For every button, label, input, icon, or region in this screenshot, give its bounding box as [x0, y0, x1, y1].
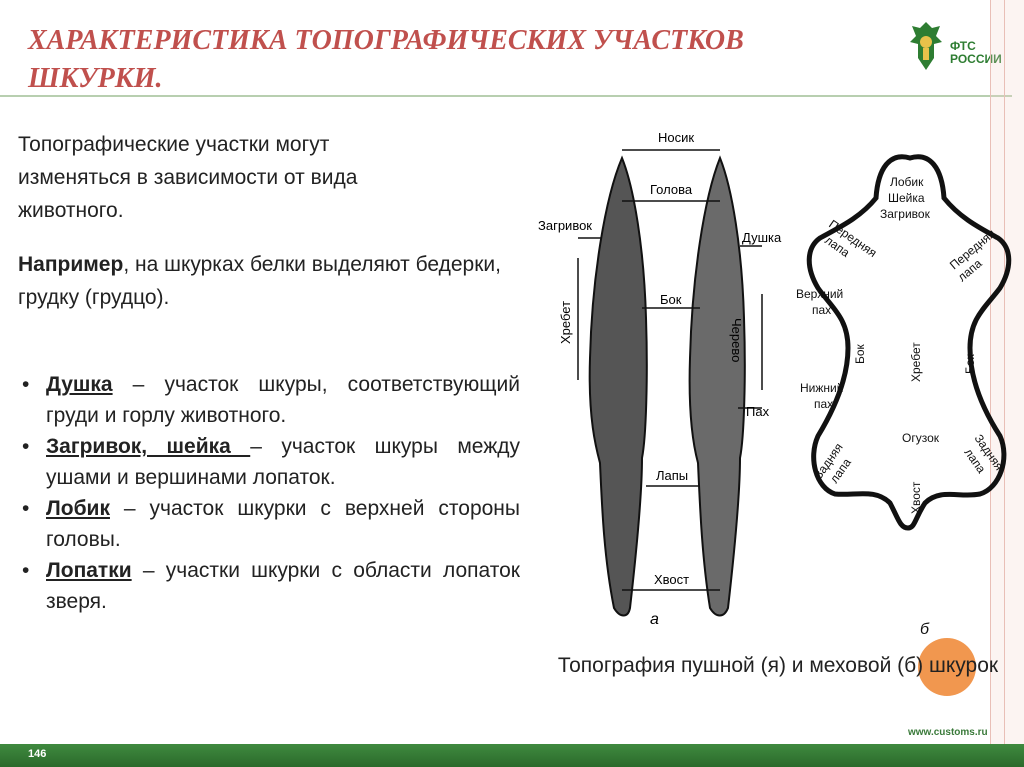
header-divider: [0, 95, 1012, 97]
definition: – участки шкурки с области лопаток зверя…: [46, 559, 520, 613]
example-text: , на шкурках белки выделяют бедерки, гру…: [18, 253, 501, 309]
list-item: •Душка – участок шкуры, соответствующий …: [22, 373, 520, 427]
definition: – участок шкуры между ушами и вершинами …: [46, 435, 521, 489]
logo-text-line2: РОССИИ: [950, 52, 1002, 66]
label-nosik: Носик: [658, 130, 694, 145]
logo-text-line1: ФТС: [950, 39, 976, 53]
pelt-left-drawing: [588, 155, 746, 617]
label-zagrivok: Загривок: [538, 218, 592, 233]
term: Лопатки: [46, 559, 132, 582]
list-item: •Лопатки – участки шкурки с области лопа…: [22, 559, 520, 613]
intro-paragraph: Топографические участки могут изменяться…: [18, 133, 358, 222]
label-marker-a: а: [650, 611, 659, 628]
definitions-list: •Душка – участок шкуры, соответствующий …: [18, 369, 520, 617]
label-pakh: Пах: [746, 404, 770, 419]
label-marker-b: б: [920, 621, 930, 638]
term: Загривок, шейка: [46, 435, 251, 458]
page-number: 146: [28, 748, 47, 760]
decor-line: [1004, 0, 1005, 767]
label-zagrivok-right: Загривок: [880, 207, 931, 221]
label-lapy: Лапы: [656, 468, 688, 483]
example-paragraph: Например, на шкурках белки выделяют беде…: [18, 248, 518, 314]
emblem-icon: [910, 22, 942, 70]
label-upper-groin-1: Верхний: [796, 287, 843, 301]
label-bok-right: Бок: [963, 353, 977, 374]
decor-stripe: [990, 0, 1024, 767]
label-khvost: Хвост: [654, 572, 689, 587]
pelt-topography-figure: Носик Голова Загривок Душка Хребет Бок Ч…: [530, 118, 1018, 638]
example-bold: Например: [18, 253, 124, 276]
footer-bar: [0, 744, 1024, 767]
decor-circle: [918, 638, 976, 696]
list-item: •Лобик – участок шкурки с верхней сторон…: [22, 497, 520, 551]
decor-line: [990, 0, 991, 767]
term: Лобик: [46, 497, 110, 520]
label-bok-left: Бок: [853, 343, 867, 364]
label-bok: Бок: [660, 292, 682, 307]
website-label: www.customs.ru: [908, 727, 988, 738]
term: Душка: [46, 373, 113, 396]
label-sheika: Шейка: [888, 191, 925, 205]
label-dushka: Душка: [742, 230, 782, 245]
label-lobik: Лобик: [890, 175, 924, 189]
label-khrebet: Хребет: [558, 301, 573, 344]
label-oguzok: Огузок: [902, 431, 940, 445]
list-item: •Загривок, шейка – участок шкуры между у…: [22, 435, 521, 489]
figure-caption: Топография пушной (я) и меховой (б) шкур…: [557, 654, 999, 677]
label-lower-groin-1: Нижний: [800, 381, 843, 395]
label-golova: Голова: [650, 182, 693, 197]
pelt-right-outline: [806, 154, 1012, 531]
slide-title: ХАРАКТЕРИСТИКА ТОПОГРАФИЧЕСКИХ УЧАСТКОВ …: [28, 25, 744, 94]
label-khvost-right: Хвост: [909, 481, 923, 514]
label-upper-groin-2: пах: [812, 303, 831, 317]
definition: – участок шкурки с верхней стороны голов…: [46, 497, 520, 551]
label-lower-groin-2: пах: [814, 397, 833, 411]
label-cherevo: Черево: [729, 318, 744, 362]
label-khrebet-right: Хребет: [909, 342, 923, 382]
definition: – участок шкуры, соответствующий груди и…: [46, 373, 520, 427]
fts-logo: ФТС РОССИИ: [906, 18, 1006, 78]
